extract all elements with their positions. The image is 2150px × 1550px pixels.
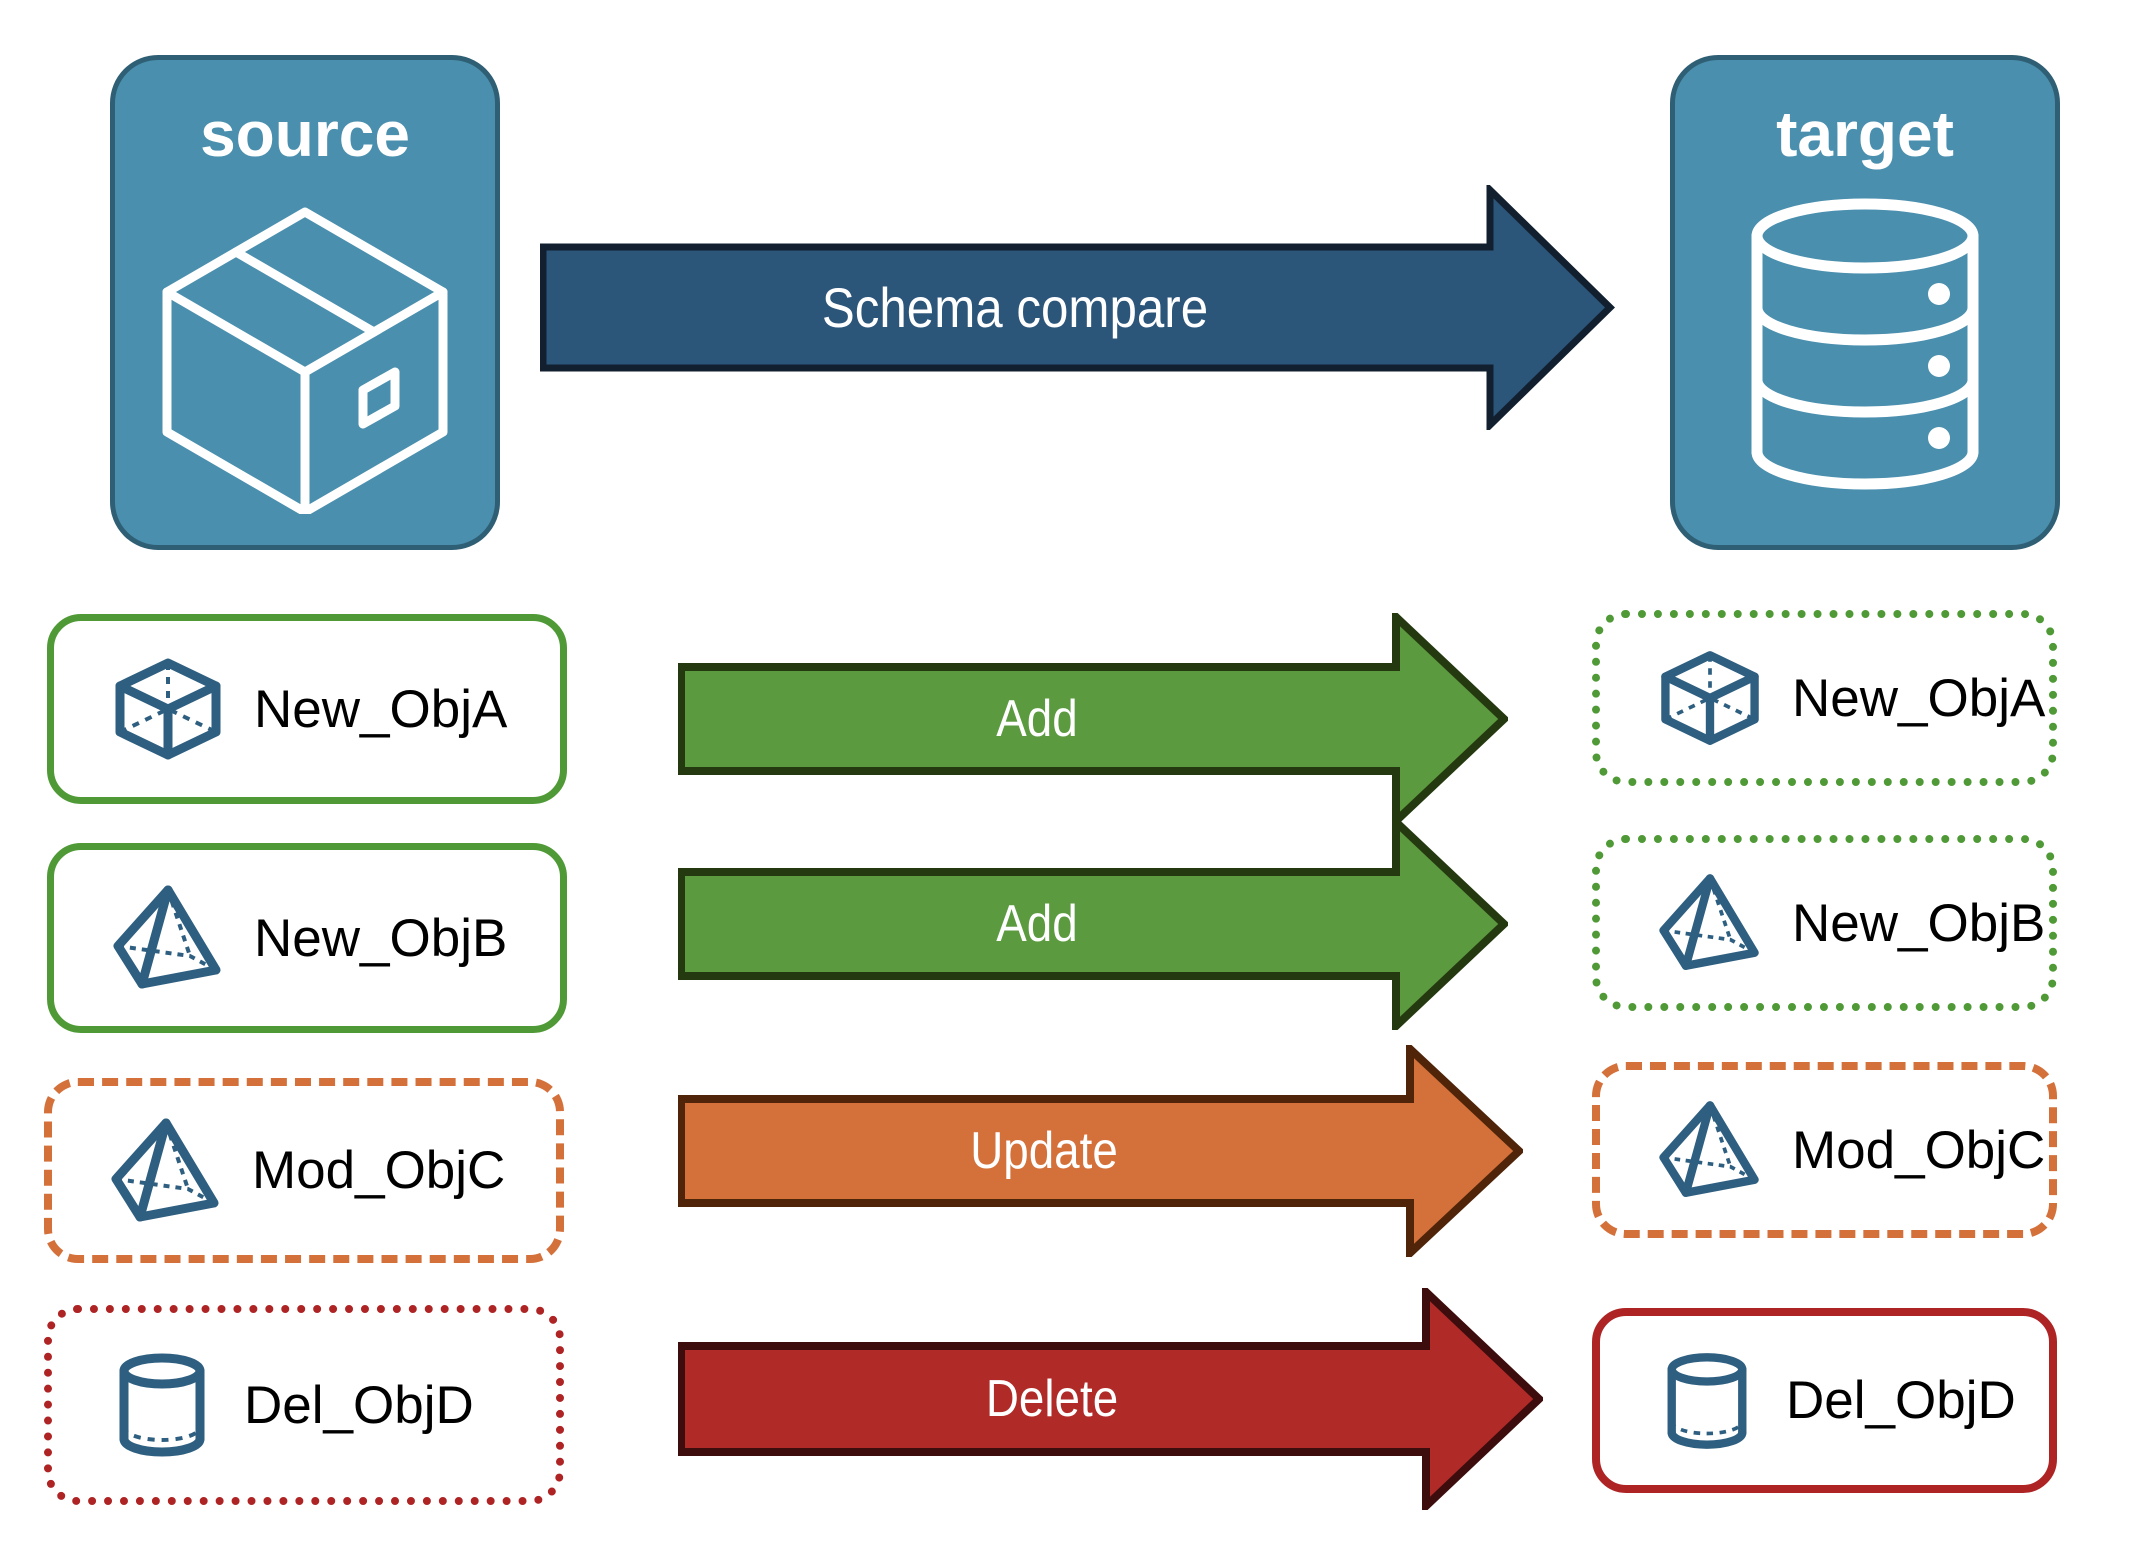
- action-arrow-1[interactable]: Add: [678, 818, 1508, 1030]
- source-card-2[interactable]: Mod_ObjC: [44, 1078, 564, 1263]
- source-panel-title: source: [200, 98, 410, 170]
- target-card-label-3: Del_ObjD: [1786, 1371, 2016, 1430]
- action-arrow-label-1: Add: [996, 895, 1078, 953]
- package-box-icon: [155, 194, 455, 519]
- action-arrow-label-2: Update: [970, 1122, 1118, 1180]
- target-card-label-1: New_ObjB: [1792, 893, 2046, 953]
- wireframe-cylinder-icon: [110, 1349, 214, 1461]
- action-arrow-3[interactable]: Delete: [678, 1288, 1543, 1510]
- source-card-label-1: New_ObjB: [254, 908, 508, 968]
- source-panel[interactable]: source: [110, 55, 500, 550]
- schema-compare-arrow-label: Schema compare: [821, 276, 1209, 339]
- target-card-2[interactable]: Mod_ObjC: [1592, 1062, 2057, 1238]
- wireframe-cube-icon: [1658, 646, 1762, 750]
- target-card-0[interactable]: New_ObjA: [1592, 610, 2057, 786]
- target-panel[interactable]: target: [1670, 55, 2060, 550]
- target-card-label-0: New_ObjA: [1792, 668, 2046, 728]
- source-card-1[interactable]: New_ObjB: [47, 843, 567, 1033]
- target-card-3[interactable]: Del_ObjD: [1592, 1308, 2057, 1493]
- action-arrow-0[interactable]: Add: [678, 613, 1508, 825]
- action-arrow-label-0: Add: [996, 690, 1078, 748]
- target-panel-title: target: [1776, 98, 1954, 170]
- source-card-label-3: Del_ObjD: [244, 1375, 474, 1435]
- wireframe-pyramid-icon: [112, 882, 224, 994]
- wireframe-cube-icon: [112, 653, 224, 765]
- action-arrow-2[interactable]: Update: [678, 1045, 1523, 1257]
- wireframe-pyramid-icon: [1658, 871, 1762, 975]
- source-card-label-2: Mod_ObjC: [252, 1141, 506, 1200]
- wireframe-pyramid-icon: [1658, 1098, 1762, 1202]
- wireframe-pyramid-icon: [110, 1115, 222, 1227]
- action-arrow-label-3: Delete: [985, 1370, 1119, 1428]
- source-card-3[interactable]: Del_ObjD: [44, 1305, 564, 1505]
- source-card-0[interactable]: New_ObjA: [47, 614, 567, 804]
- target-card-label-2: Mod_ObjC: [1792, 1120, 2046, 1180]
- source-card-label-0: New_ObjA: [254, 679, 508, 739]
- target-card-1[interactable]: New_ObjB: [1592, 835, 2057, 1011]
- schema-compare-arrow[interactable]: Schema compare: [540, 185, 1615, 430]
- wireframe-cylinder-icon: [1658, 1349, 1756, 1453]
- database-cylinder-icon: [1745, 194, 1985, 499]
